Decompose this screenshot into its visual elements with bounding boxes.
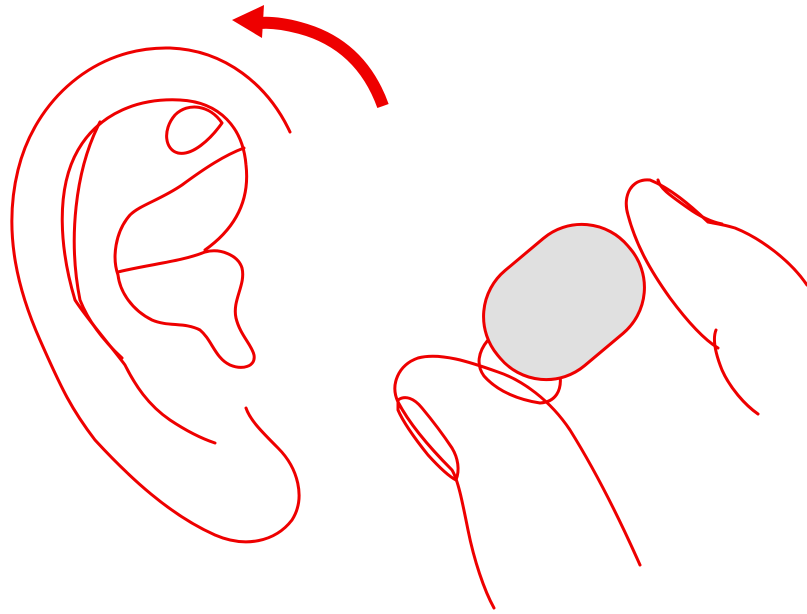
- ear-antihelix-outer: [60, 98, 249, 445]
- ear-crus-line: [113, 146, 246, 277]
- ear-antihelix-inner: [72, 120, 124, 360]
- index-finger-base: [712, 328, 760, 416]
- index-finger: [624, 178, 807, 350]
- ear-concha: [116, 249, 256, 369]
- foam-earplug: [482, 222, 646, 382]
- thumbnail: [396, 396, 460, 482]
- index-fingernail: [656, 178, 724, 226]
- curved-arrow-icon: [232, 5, 389, 109]
- pinching-hand: [393, 178, 807, 610]
- ear-helix: [10, 46, 301, 544]
- arrow-shaft: [259, 16, 389, 109]
- arrow-head: [232, 5, 264, 38]
- ear-outline: [10, 46, 301, 544]
- ear-crus-fold: [165, 105, 224, 155]
- thumb: [393, 354, 642, 610]
- earplug-back-edge: [477, 338, 562, 405]
